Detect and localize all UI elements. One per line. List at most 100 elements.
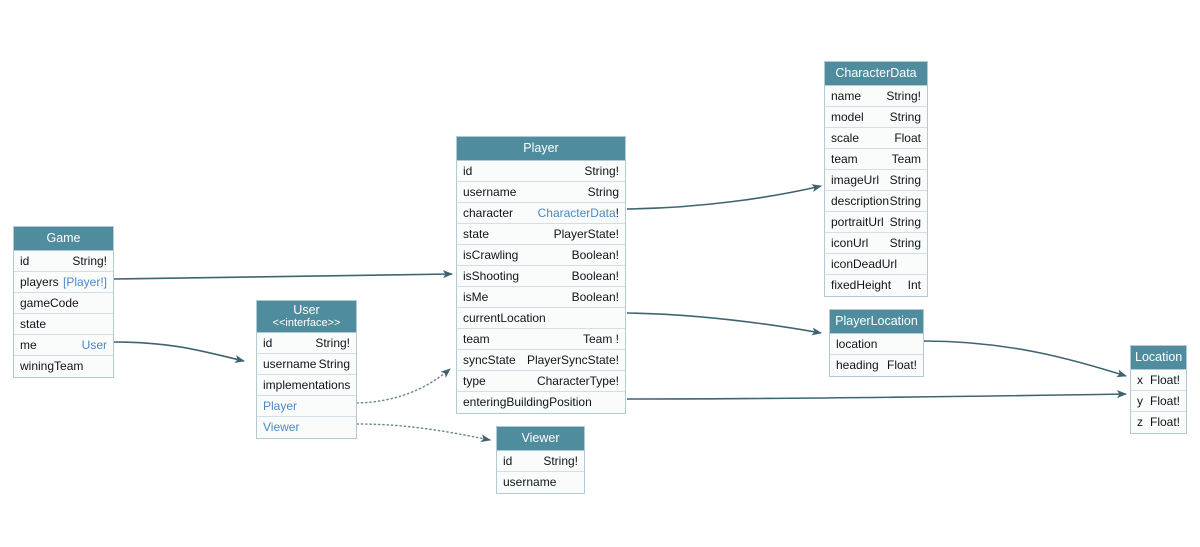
field-name: id bbox=[263, 336, 273, 351]
field-name: enteringBuildingPosition bbox=[463, 394, 592, 409]
field-name: id bbox=[503, 453, 513, 468]
field-name: y bbox=[1137, 393, 1143, 408]
entity-player-title: Player bbox=[457, 137, 625, 161]
table-row[interactable]: enteringBuildingPosition Location bbox=[457, 391, 625, 413]
field-name: state bbox=[20, 316, 47, 331]
field-type: String bbox=[889, 193, 921, 208]
table-row[interactable]: name String! bbox=[825, 85, 927, 107]
table-row[interactable]: gameCode String! bbox=[14, 292, 113, 314]
table-row[interactable]: team Team ! bbox=[457, 328, 625, 350]
implementations-label: implementations bbox=[263, 378, 351, 393]
field-name: isShooting bbox=[463, 268, 520, 283]
edge-game-players-to-player bbox=[113, 270, 453, 280]
field-type[interactable]: Location bbox=[574, 412, 619, 413]
entity-viewer-title: Viewer bbox=[497, 427, 584, 451]
field-name: team bbox=[831, 151, 858, 166]
entity-characterdata[interactable]: CharacterData name String! model String … bbox=[824, 61, 928, 297]
field-type[interactable]: User bbox=[81, 337, 107, 352]
field-type[interactable]: [Player!] bbox=[62, 274, 107, 289]
implementation-viewer[interactable]: Viewer bbox=[257, 417, 356, 439]
implementation-player[interactable]: Player bbox=[257, 396, 356, 418]
field-type: String bbox=[889, 109, 921, 124]
entity-playerlocation[interactable]: PlayerLocation location Location! headin… bbox=[829, 309, 924, 377]
table-row[interactable]: portraitUrl String bbox=[825, 211, 927, 233]
field-name: scale bbox=[831, 130, 860, 145]
field-type: String bbox=[587, 184, 619, 199]
table-row[interactable]: id String! bbox=[497, 450, 584, 472]
table-row[interactable]: id String! bbox=[14, 250, 113, 272]
field-name: type bbox=[463, 373, 486, 388]
table-row[interactable]: currentLocation PlayerLocation! bbox=[457, 307, 625, 329]
entity-user-title: User <<interface>> bbox=[257, 301, 356, 334]
implementation-name: Viewer bbox=[263, 420, 300, 435]
table-row[interactable]: type CharacterType! bbox=[457, 370, 625, 392]
field-name: iconUrl bbox=[831, 235, 869, 250]
entity-location-title: Location bbox=[1131, 346, 1186, 370]
table-row[interactable]: isMe Boolean! bbox=[457, 286, 625, 308]
table-row[interactable]: username String bbox=[457, 181, 625, 203]
table-row[interactable]: state GameState! bbox=[14, 313, 113, 335]
table-row[interactable]: id String! bbox=[457, 160, 625, 182]
field-name: iconDeadUrl bbox=[831, 256, 898, 271]
table-row[interactable]: z Float! bbox=[1131, 411, 1186, 433]
edge-player-enteringbuildingposition-to-location bbox=[626, 390, 1127, 400]
field-type: CharacterType! bbox=[536, 373, 619, 388]
table-row[interactable]: players [Player!] bbox=[14, 271, 113, 293]
table-row[interactable]: location Location! bbox=[830, 333, 923, 355]
field-type: String! bbox=[886, 88, 921, 103]
field-type: String! bbox=[584, 163, 619, 178]
table-row[interactable]: team Team bbox=[825, 148, 927, 170]
edge-player-currentlocation-to-playerlocation bbox=[626, 312, 822, 336]
table-row[interactable]: character CharacterData! bbox=[457, 202, 625, 224]
field-type: PlayerState! bbox=[553, 226, 619, 241]
entity-location[interactable]: Location x Float! y Float! z Float! bbox=[1130, 345, 1187, 434]
table-row[interactable]: scale Float bbox=[825, 127, 927, 149]
field-name: z bbox=[1137, 414, 1143, 429]
implementations-header: implementations bbox=[257, 375, 356, 397]
table-row[interactable]: winingTeam Team bbox=[14, 355, 113, 377]
field-type: String bbox=[889, 235, 921, 250]
edge-player-character-to-characterdata bbox=[626, 184, 822, 210]
edge-game-me-to-user bbox=[113, 341, 245, 363]
field-name: username bbox=[263, 357, 317, 372]
table-row[interactable]: isShooting Boolean! bbox=[457, 265, 625, 287]
field-type: Float bbox=[894, 130, 921, 145]
entity-user[interactable]: User <<interface>> id String! username S… bbox=[256, 300, 357, 440]
entity-viewer[interactable]: Viewer id String! username String bbox=[496, 426, 585, 494]
table-row[interactable]: x Float! bbox=[1131, 369, 1186, 391]
table-row[interactable]: isCrawling Boolean! bbox=[457, 244, 625, 266]
implementation-name: Player bbox=[263, 399, 298, 414]
table-row[interactable]: me User bbox=[14, 334, 113, 356]
field-type: Float! bbox=[1149, 393, 1180, 408]
field-type: String! bbox=[543, 453, 578, 468]
table-row[interactable]: imageUrl String bbox=[825, 169, 927, 191]
table-row[interactable]: y Float! bbox=[1131, 390, 1186, 412]
field-name: username bbox=[463, 184, 517, 199]
table-row[interactable]: id String! bbox=[257, 333, 356, 355]
table-row[interactable]: heading Float! bbox=[830, 354, 923, 376]
field-type: Boolean! bbox=[571, 247, 619, 262]
field-type: String! bbox=[315, 336, 350, 351]
field-name: location bbox=[836, 336, 878, 351]
field-name: state bbox=[463, 226, 490, 241]
table-row[interactable]: model String bbox=[825, 106, 927, 128]
edge-user-implements-player bbox=[356, 368, 451, 404]
field-name: players bbox=[20, 274, 59, 289]
table-row[interactable]: username String bbox=[497, 471, 584, 493]
field-type: Float! bbox=[1149, 414, 1180, 429]
table-row[interactable]: description String bbox=[825, 190, 927, 212]
table-row[interactable]: syncState PlayerSyncState! bbox=[457, 349, 625, 371]
entity-player[interactable]: Player id String! username String charac… bbox=[456, 136, 626, 414]
table-row[interactable]: username String bbox=[257, 354, 356, 376]
table-row[interactable]: iconUrl String bbox=[825, 232, 927, 254]
table-row[interactable]: fixedHeight Int bbox=[825, 274, 927, 296]
table-row[interactable]: state PlayerState! bbox=[457, 223, 625, 245]
field-name: heading bbox=[836, 357, 879, 372]
entity-game[interactable]: Game id String! players [Player!] gameCo… bbox=[13, 226, 114, 378]
field-type: Boolean! bbox=[571, 289, 619, 304]
table-row[interactable]: iconDeadUrl String bbox=[825, 253, 927, 275]
field-type[interactable]: CharacterData! bbox=[537, 205, 619, 220]
field-type: PlayerSyncState! bbox=[526, 352, 619, 367]
field-type: Boolean! bbox=[571, 268, 619, 283]
field-name: model bbox=[831, 109, 864, 124]
